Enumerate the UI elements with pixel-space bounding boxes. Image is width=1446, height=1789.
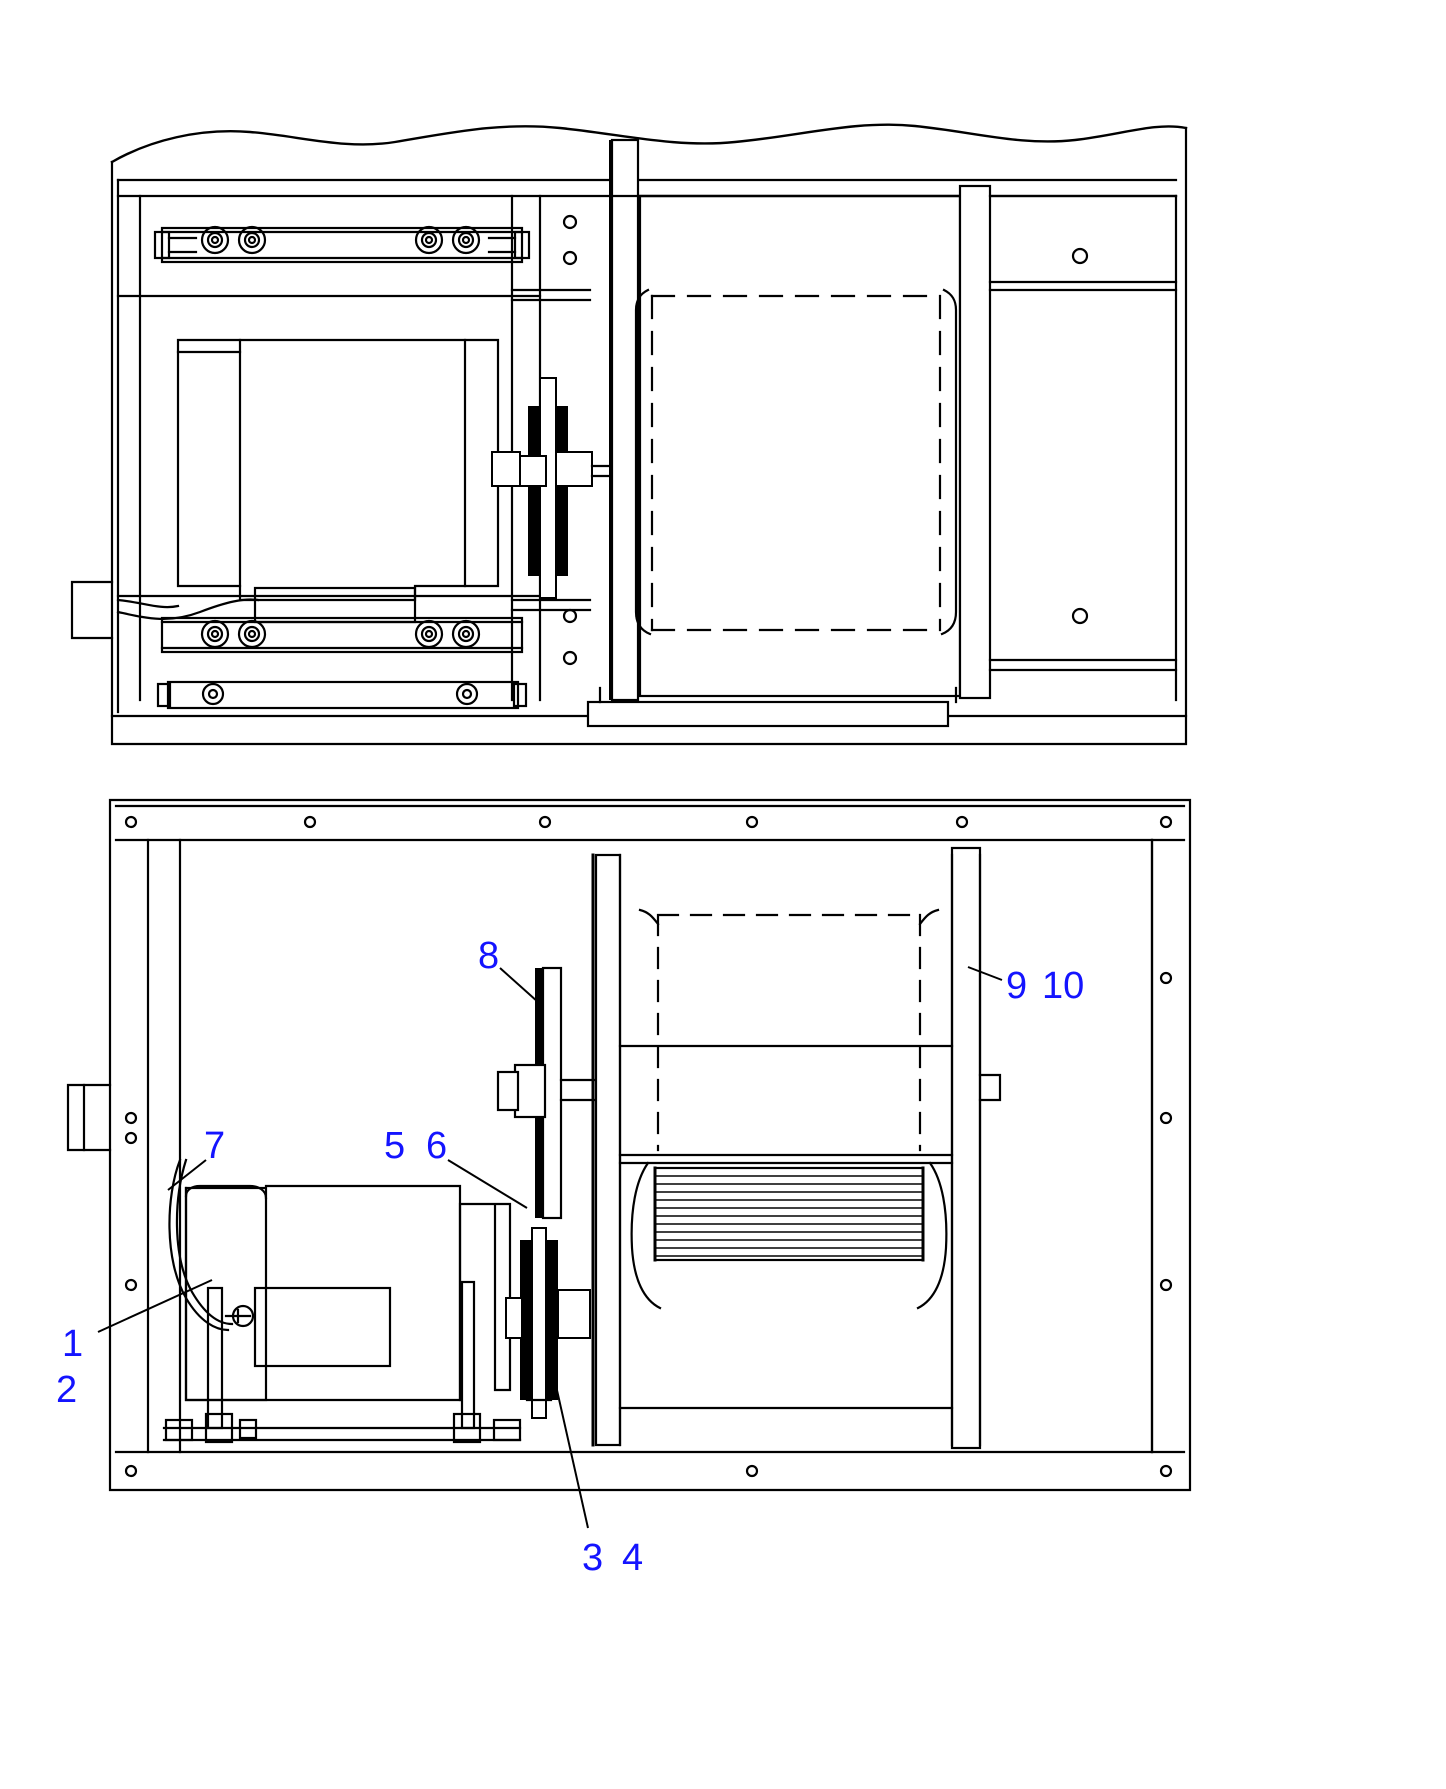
front-view-motor-shaft-end <box>231 1304 255 1328</box>
front-view-motor-terminal-box <box>253 1286 392 1368</box>
front-view-motor-endbell <box>184 1186 268 1402</box>
base-bracket-l <box>156 682 172 708</box>
front-view-wheel-corner-tr <box>918 908 940 926</box>
leader-9 <box>967 966 1003 981</box>
front-view-blade-lines <box>654 1175 924 1257</box>
top-view-base-rail <box>166 680 520 710</box>
top-view-hidden-wheel-side <box>650 294 942 632</box>
front-view-base-rail <box>162 1426 522 1442</box>
front-view-group <box>66 798 1192 1492</box>
front-view-post-tab <box>978 1073 1002 1102</box>
leader-7 <box>167 1159 207 1191</box>
front-view-drive-pulley <box>505 1227 591 1419</box>
top-view-shaft-collar <box>491 451 521 487</box>
callout-label-1: 1 <box>62 1323 83 1365</box>
drive-belt-a <box>520 1240 532 1400</box>
top-view-hub-left <box>517 455 547 487</box>
top-view-motor-junction-box <box>253 586 417 624</box>
top-view-hub-right <box>555 451 593 487</box>
drive-belt-b <box>546 1240 558 1400</box>
callout-label-5: 5 <box>384 1125 405 1167</box>
front-view-motor-outline <box>184 1186 512 1402</box>
top-view-shaft <box>590 464 612 478</box>
blower-pulley-collar <box>496 1070 520 1112</box>
rail-slot-ur <box>487 236 517 254</box>
top-view-post-right <box>958 184 992 700</box>
front-view-motor-cap-radius <box>184 1184 268 1200</box>
front-view-wire-inner <box>175 1158 234 1326</box>
front-view-motor-shaft-detail <box>224 1308 252 1324</box>
callout-label-8: 8 <box>478 935 499 977</box>
top-view-post-left <box>610 138 640 702</box>
top-view-pulley-assembly <box>491 138 640 702</box>
front-view-cabinet-outline <box>108 798 1192 1492</box>
front-view-blade-ends <box>653 1166 925 1262</box>
top-view-sheave-disc <box>539 377 557 599</box>
callout-leaders <box>97 966 1003 1529</box>
break-line-top <box>110 123 1188 164</box>
leader-1 <box>97 1279 213 1333</box>
top-view-center-holes <box>562 214 578 666</box>
front-view-wheel-corner-tl <box>638 908 660 926</box>
front-view-hidden-wheel-outline <box>656 913 922 1152</box>
callout-label-7: 7 <box>204 1125 225 1167</box>
top-view-drain-tray <box>586 700 950 728</box>
front-view-motor-frame-top <box>264 1184 462 1402</box>
front-view-scroll-left <box>630 1161 662 1310</box>
front-view-scroll-right <box>916 1161 948 1310</box>
top-view-right-bands-l <box>988 658 1178 672</box>
blower-pulley-hub-left <box>513 1063 547 1119</box>
top-view-base-bolts <box>201 682 479 706</box>
top-view-lower-bolts <box>200 619 481 649</box>
top-view-group <box>70 123 1188 746</box>
top-view-right-bands-u <box>988 194 1178 292</box>
top-view-hidden-wheel-endcaps <box>650 294 942 632</box>
front-view-bottom-screws <box>124 1464 1173 1478</box>
callout-label-9: 9 <box>1006 965 1027 1007</box>
top-view-center-brace-u <box>510 288 592 302</box>
top-view-conduit-stub <box>70 580 114 640</box>
callout-label-3: 3 <box>582 1537 603 1579</box>
top-view-wire-a <box>116 598 180 609</box>
top-view-belt-b <box>556 406 568 576</box>
top-view-blower-round-l <box>634 288 652 636</box>
rail-end-bracket-ul <box>153 230 171 260</box>
front-view-blower-pulley <box>496 966 602 1220</box>
top-view-blower-round-r <box>940 288 958 636</box>
leader-8 <box>499 967 539 1003</box>
rail-slot-ul <box>167 236 198 254</box>
top-view-cabinet-outline <box>110 126 1188 746</box>
front-view-top-screws <box>124 815 1173 829</box>
rail-end-bracket-ur <box>513 230 531 260</box>
callout-label-6: 6 <box>426 1125 447 1167</box>
callout-label-10: 10 <box>1042 965 1084 1007</box>
base-bracket-r <box>512 682 528 708</box>
top-view-right-holes <box>1071 247 1089 625</box>
front-view-post-center-left <box>594 853 622 1447</box>
top-view-wire-b <box>116 598 260 621</box>
leader-3 <box>551 1367 589 1529</box>
callout-label-4: 4 <box>622 1537 643 1579</box>
front-view-base-hardware <box>164 1412 522 1444</box>
top-view-post-left-edge <box>609 140 613 700</box>
drive-pulley-hub-left <box>505 1297 523 1339</box>
front-view-conduit-stub <box>66 1083 112 1152</box>
drive-pulley-disc <box>531 1227 547 1419</box>
front-view-side-screws <box>124 971 1173 1292</box>
leader-6 <box>447 1159 528 1209</box>
top-view-motor-rail-lower <box>160 616 524 654</box>
top-view-motor-rail-upper <box>160 226 524 264</box>
front-view-wire-outer <box>168 1158 230 1332</box>
top-view-belt-a <box>528 406 540 576</box>
top-view-center-brace-l <box>510 598 592 612</box>
drive-pulley-hub-right <box>557 1289 591 1339</box>
callout-label-2: 2 <box>56 1369 77 1411</box>
callout-labels: 1 2 3 4 5 6 7 8 9 10 <box>56 935 1084 1579</box>
top-view-tray-legs <box>598 686 958 704</box>
front-view-post-center-right <box>950 846 982 1450</box>
top-view-upper-bolts <box>200 225 481 255</box>
